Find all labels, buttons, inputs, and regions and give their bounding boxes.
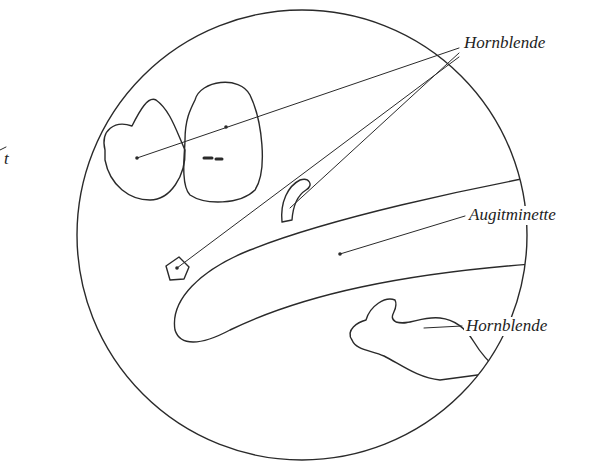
hornblende-grain [282, 179, 310, 222]
leader-line [340, 216, 465, 254]
hornblende-grain [184, 82, 263, 202]
field-of-view [77, 10, 527, 460]
hornblende-grain [350, 299, 500, 380]
leader-dot [224, 125, 228, 129]
leader-dot [135, 156, 139, 160]
margin-note: t [2, 150, 11, 169]
leader-line [424, 326, 462, 328]
mineral-label: Hornblende [462, 34, 547, 53]
hornblende-grain [166, 257, 189, 280]
hornblende-grain [104, 99, 185, 200]
leader-line [137, 48, 459, 158]
leader-dot [338, 252, 342, 256]
leader-dot [175, 266, 179, 270]
mineral-label: Hornblende [464, 317, 549, 336]
rock-label: Augitminette [467, 206, 558, 225]
inclusion-mark [204, 158, 222, 159]
leader-line [177, 57, 459, 268]
